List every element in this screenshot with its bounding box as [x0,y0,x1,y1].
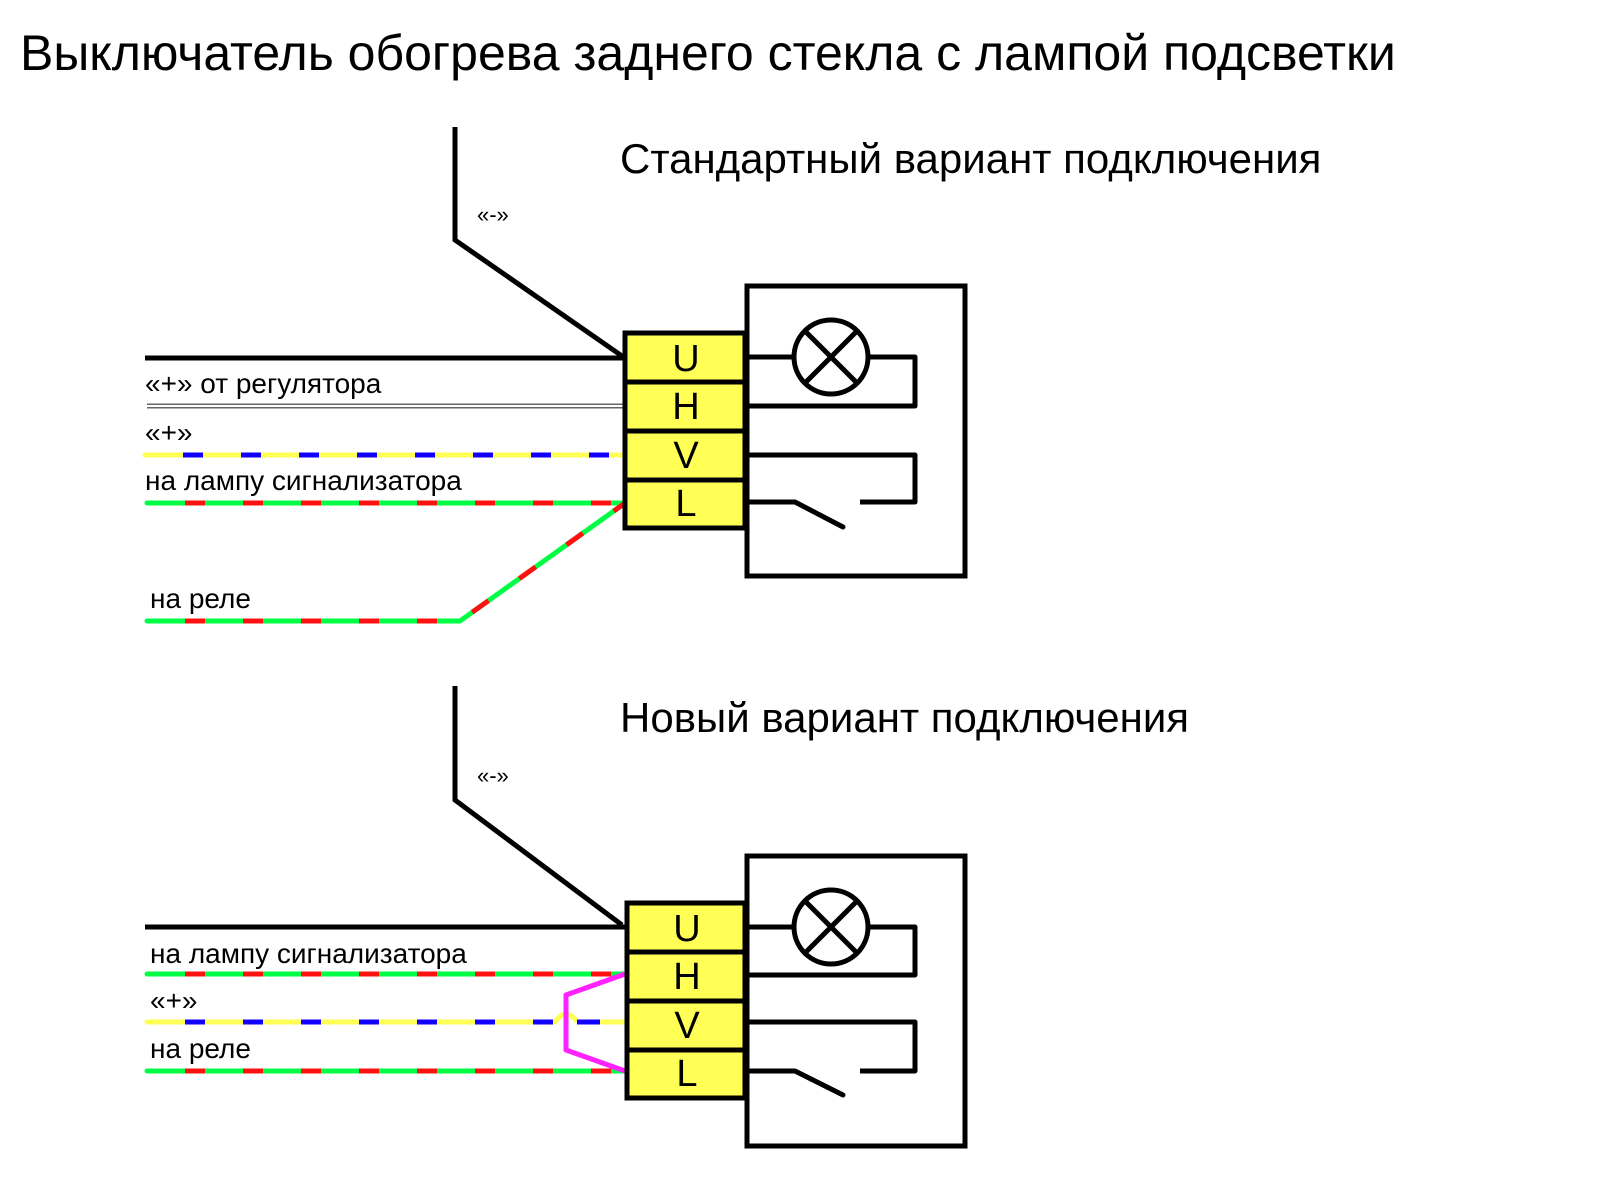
switch-contact-icon [744,1068,846,1098]
wire-label: «+» [150,985,198,1016]
diagram-new: Новый вариант подключения «-» на лампу с… [144,686,1189,1149]
terminal-v: V [674,1005,700,1047]
ground-label: «-» [477,202,509,227]
lamp-icon [791,317,871,397]
terminal-u: U [673,908,700,950]
wire-label: на реле [150,583,251,614]
ground-label: «-» [477,763,509,788]
terminal-v: V [673,435,699,477]
terminal-l: L [676,1053,697,1095]
jumper-wire [563,971,626,1074]
wire-label: «+» [145,417,193,448]
ground-wire [452,686,624,928]
wire-label: на лампу сигнализатора [145,465,462,496]
lamp-circuit [747,887,918,978]
wire-label: на лампу сигнализатора [150,938,467,969]
switch-circuit [744,452,918,530]
switch-circuit [744,1019,918,1098]
wire-label: «+» от регулятора [145,368,382,399]
terminal-u: U [672,338,699,380]
terminal-block: U H V L [624,900,748,1101]
lamp-circuit [747,317,918,409]
wire-relay [144,500,628,624]
switch-contact-icon [744,499,846,530]
diagram-standard: Стандартный вариант подключения «-» «+» … [142,127,1321,624]
lamp-icon [791,887,871,967]
wire-v [144,1011,625,1025]
terminal-h: H [673,956,700,998]
ground-wire [452,127,624,359]
diagram-heading: Стандартный вариант подключения [620,135,1321,182]
wire-label: на реле [150,1033,251,1064]
terminal-l: L [675,483,696,525]
terminal-h: H [672,386,699,428]
page-title: Выключатель обогрева заднего стекла с ла… [20,25,1396,81]
diagram-heading: Новый вариант подключения [620,694,1189,741]
terminal-block: U H V L [622,330,748,531]
